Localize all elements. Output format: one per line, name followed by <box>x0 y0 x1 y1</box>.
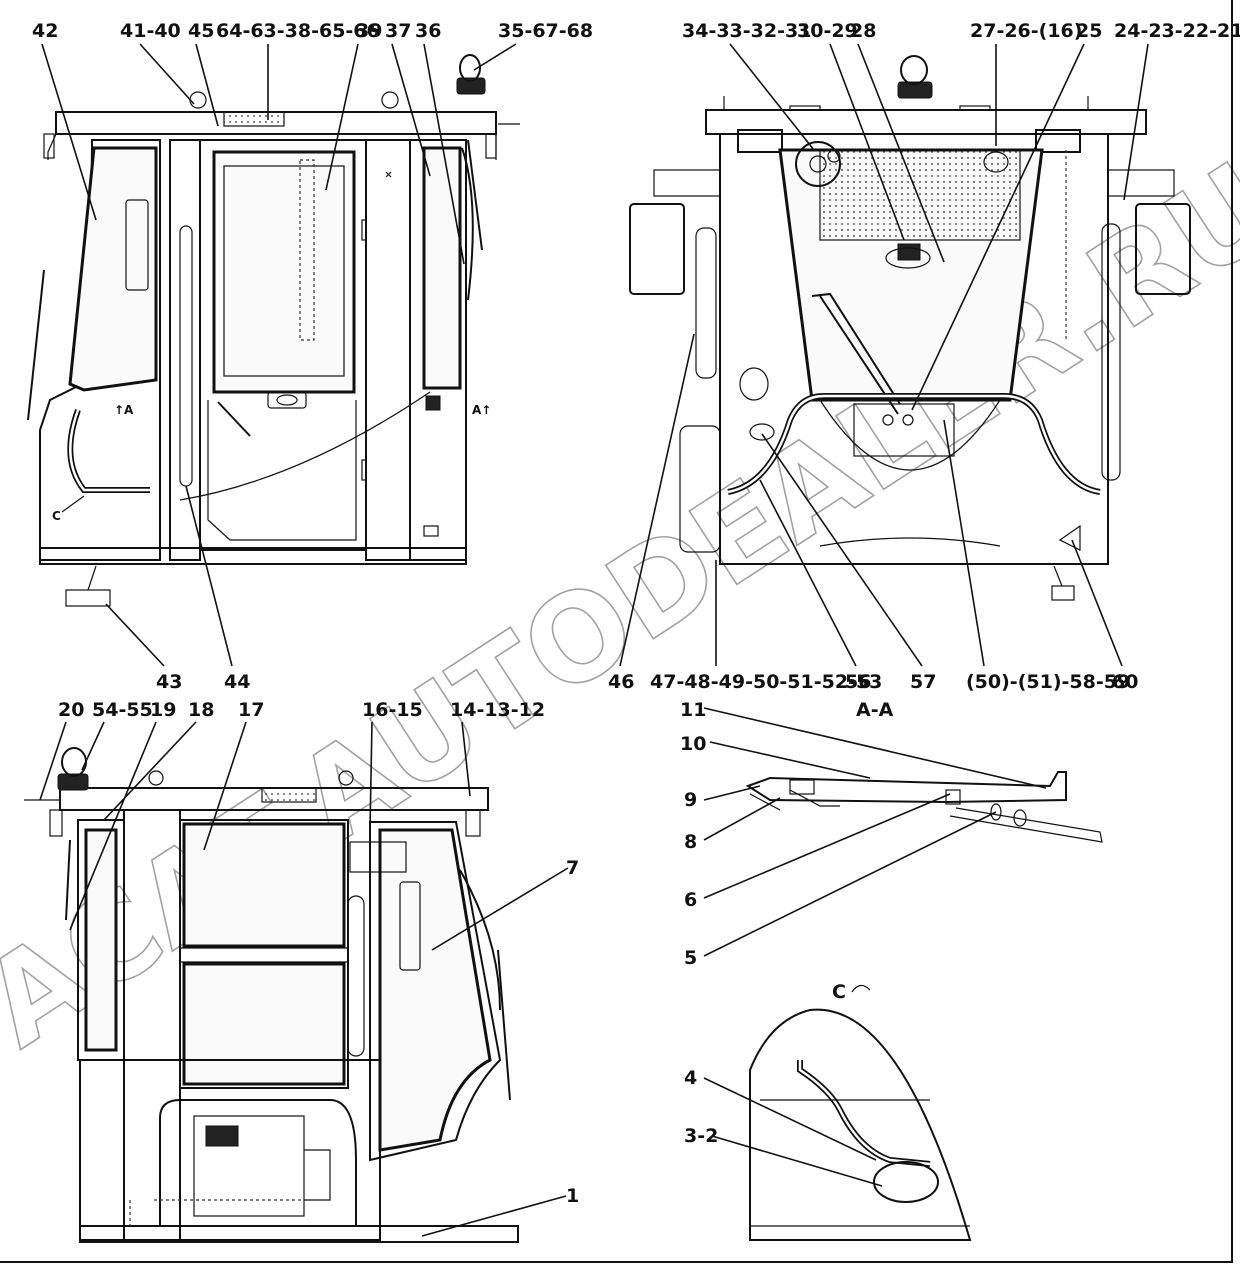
callout-label: 54-55 <box>92 699 153 721</box>
callout-label: 36 <box>415 20 441 42</box>
rear-view-section <box>629 55 1191 601</box>
callout-label: 45 <box>188 20 214 42</box>
callout-label: 60 <box>1112 671 1138 693</box>
callout-label: 8 <box>684 831 697 853</box>
svg-text:↑A: ↑A <box>114 403 134 417</box>
side-view-left-cab: ↑A A↑ C <box>27 54 520 607</box>
callout-label: 56 <box>845 671 871 693</box>
callout-label: 7 <box>566 857 579 879</box>
callout-label: 47-48-49-50-51-52-53 <box>650 671 882 693</box>
callouts-mid-right: 46 47-48-49-50-51-52-53 56 57 (50)-(51)-… <box>608 333 1138 721</box>
callout-label: 42 <box>32 20 58 42</box>
callout-label: 41-40 <box>120 20 181 42</box>
callouts-top-left: 42 41-40 45 64-63-38-65-66 39 37 36 35-6… <box>32 20 593 265</box>
svg-text:A↑: A↑ <box>472 403 491 417</box>
callout-label: 46 <box>608 671 634 693</box>
wiper-assembly <box>745 771 1103 843</box>
callout-label: 28 <box>850 20 876 42</box>
callout-label: 5 <box>684 947 697 969</box>
callouts-mid-left: 43 44 <box>105 485 250 693</box>
callout-label: 10 <box>680 733 706 755</box>
callout-label: 57 <box>910 671 936 693</box>
callout-label: 34-33-32-31 <box>682 20 811 42</box>
callout-label: 20 <box>58 699 84 721</box>
callout-label: (50)-(51)-58-59 <box>966 671 1130 693</box>
callouts-wiper: 11 10 9 8 6 5 <box>680 699 1047 969</box>
detail-marker: C <box>832 981 846 1003</box>
callout-label: 64-63-38-65-66 <box>216 20 380 42</box>
callout-label: 39 <box>356 20 382 42</box>
detail-c-view <box>749 984 972 1241</box>
section-title: A-A <box>856 699 894 721</box>
callout-label: 4 <box>684 1067 697 1089</box>
callout-label: 1 <box>566 1185 579 1207</box>
callout-label: 16-15 <box>362 699 423 721</box>
svg-text:C: C <box>52 509 61 523</box>
callout-label: 18 <box>188 699 214 721</box>
callout-label: 11 <box>680 699 706 721</box>
callout-label: 44 <box>224 671 250 693</box>
callout-label: 17 <box>238 699 264 721</box>
side-view-right-cab <box>24 747 519 1243</box>
callout-label: 27-26-(16) <box>970 20 1082 42</box>
callouts-detail: 4 3-2 C <box>684 981 883 1187</box>
callout-label: 35-67-68 <box>498 20 593 42</box>
callout-label: 9 <box>684 789 697 811</box>
callout-label: 19 <box>150 699 176 721</box>
callout-label: 24-23-22-21 <box>1114 20 1240 42</box>
callout-label: 3-2 <box>684 1125 718 1147</box>
callout-label: 25 <box>1076 20 1102 42</box>
callout-label: 6 <box>684 889 697 911</box>
callout-label: 43 <box>156 671 182 693</box>
callout-label: 14-13-12 <box>450 699 545 721</box>
callouts-top-right: 34-33-32-31 30-29 28 27-26-(16) 25 24-23… <box>682 20 1240 411</box>
callouts-bottom-left: 20 54-55 19 18 17 16-15 14-13-12 7 1 <box>39 699 579 1237</box>
callout-label: 37 <box>385 20 411 42</box>
callout-label: 30-29 <box>797 20 858 42</box>
